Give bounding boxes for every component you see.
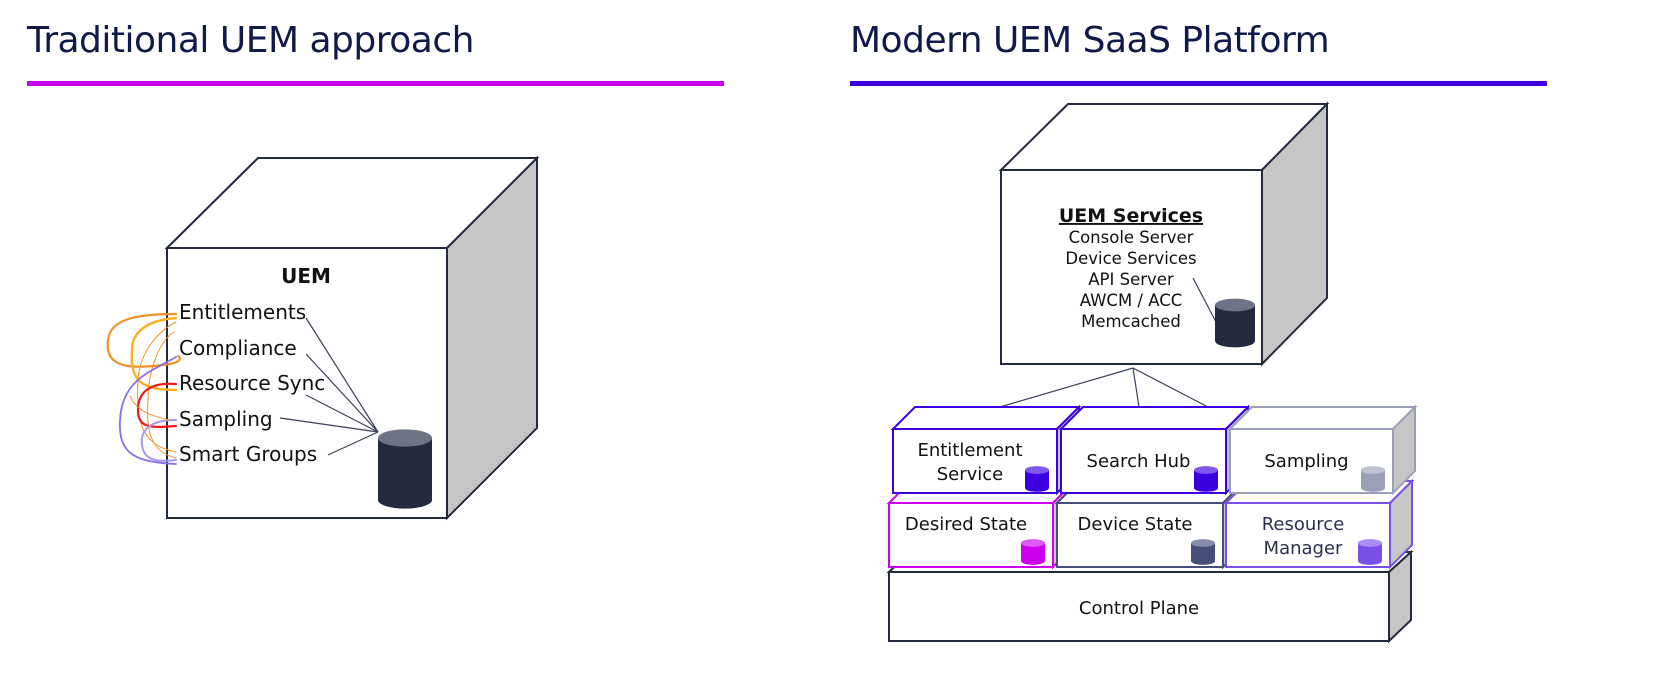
tangled-dependency-line bbox=[129, 395, 171, 421]
services-to-tile-line bbox=[999, 367, 1134, 408]
module-label-smart-groups: Smart Groups bbox=[179, 442, 317, 466]
tangled-dependency-line bbox=[119, 356, 177, 465]
service-tile-sampling: Sampling bbox=[1227, 404, 1418, 496]
module-label-entitlements: Entitlements bbox=[179, 300, 306, 324]
services-item: Console Server bbox=[1069, 228, 1194, 247]
tile-top-face bbox=[1227, 406, 1418, 430]
services-to-tile-line bbox=[1132, 367, 1140, 408]
service-tile-search-hub: Search Hub bbox=[1058, 404, 1251, 496]
module-label-sampling: Sampling bbox=[179, 407, 273, 431]
module-connector-line bbox=[279, 417, 379, 433]
right-title-underline bbox=[850, 81, 1547, 86]
database-icon bbox=[378, 429, 432, 509]
tile-top-face bbox=[1058, 406, 1251, 430]
tangled-dependency-line bbox=[136, 382, 178, 428]
right-title: Modern UEM SaaS Platform bbox=[850, 20, 1330, 61]
module-connector-line bbox=[305, 317, 379, 433]
tile-label: Entitlement bbox=[917, 440, 1022, 461]
tile-label: Device State bbox=[1078, 514, 1193, 535]
tile-label: Sampling bbox=[1264, 451, 1348, 472]
tangled-dependency-line bbox=[140, 419, 177, 462]
tile-database-icon bbox=[1358, 539, 1382, 565]
services-item: AWCM / ACC bbox=[1080, 291, 1183, 310]
tile-label: Service bbox=[937, 464, 1004, 485]
services-title: UEM Services bbox=[1059, 205, 1203, 227]
module-label-compliance: Compliance bbox=[179, 336, 297, 360]
tile-label: Desired State bbox=[905, 514, 1027, 535]
module-connector-line bbox=[305, 353, 379, 433]
tile-top-face bbox=[890, 406, 1082, 430]
tile-label: Resource bbox=[1262, 514, 1345, 535]
module-connector-line bbox=[327, 431, 379, 456]
left-title-underline bbox=[27, 81, 724, 86]
services-to-tile-line bbox=[1132, 367, 1209, 408]
services-database-icon bbox=[1215, 298, 1255, 348]
tile-front-face bbox=[892, 428, 1058, 494]
tile-database-icon bbox=[1191, 539, 1215, 565]
left-title: Traditional UEM approach bbox=[27, 20, 474, 61]
module-connector-line bbox=[305, 394, 379, 433]
tile-database-icon bbox=[1025, 466, 1049, 492]
module-label-resource-sync: Resource Sync bbox=[179, 371, 325, 395]
tile-database-icon bbox=[1361, 466, 1385, 492]
tile-label: Manager bbox=[1264, 538, 1343, 559]
services-item: Memcached bbox=[1081, 312, 1181, 331]
tangled-dependency-line bbox=[106, 312, 181, 368]
services-item: Device Services bbox=[1065, 249, 1196, 268]
control-plane-front-face bbox=[888, 571, 1390, 642]
tile-label: Search Hub bbox=[1087, 451, 1191, 472]
tangled-dependency-line bbox=[147, 331, 177, 459]
tile-database-icon bbox=[1194, 466, 1218, 492]
services-item: API Server bbox=[1088, 270, 1174, 289]
tile-database-icon bbox=[1021, 539, 1045, 565]
uem-box-title: UEM bbox=[281, 264, 331, 288]
control-plane-label: Control Plane bbox=[1079, 598, 1199, 619]
services-db-connector bbox=[1192, 277, 1217, 323]
